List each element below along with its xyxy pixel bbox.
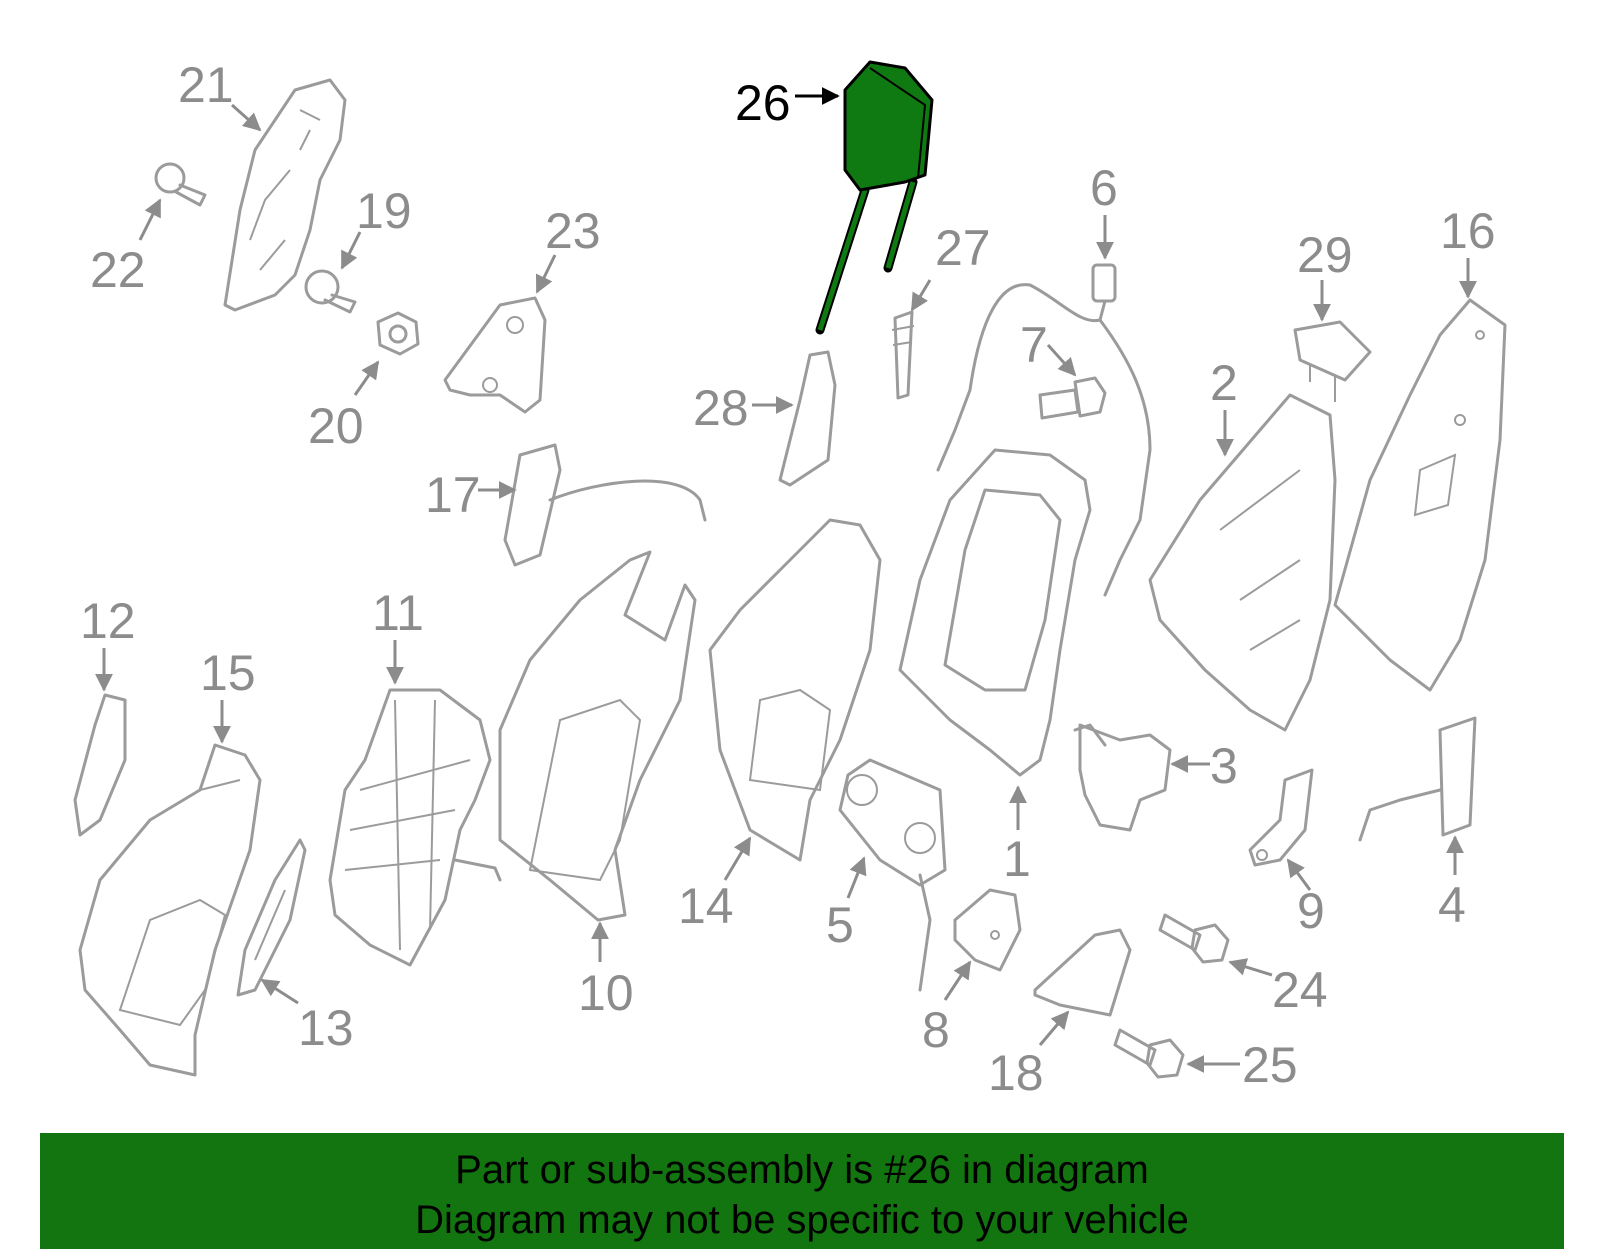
callout-19[interactable]: 19 [356,183,412,239]
part-21-bracket[interactable] [223,78,347,312]
part-15-seat-cover[interactable] [78,743,262,1077]
part-22-bolt[interactable] [154,162,207,207]
part-24-bolt[interactable] [1158,913,1230,964]
arrow-13 [260,978,299,1005]
callout-12[interactable]: 12 [80,593,136,649]
part-29-clip[interactable] [1293,320,1372,402]
callouts: 21 22 19 20 23 26 27 28 6 7 29 16 2 17 1… [80,57,1496,1101]
callout-6[interactable]: 6 [1090,160,1118,216]
arrow-5 [846,856,867,899]
callout-15[interactable]: 15 [200,645,256,701]
part-2-back-panel[interactable] [1148,393,1337,732]
part-26-headrest[interactable] [815,60,934,335]
arrow-18 [1038,1010,1070,1046]
arrow-19 [340,231,362,270]
part-18-cover[interactable] [1033,928,1132,1017]
part-19-bolt[interactable] [304,269,357,314]
part-1-frame[interactable] [898,448,1092,777]
callout-23[interactable]: 23 [545,203,601,259]
arrow-7 [1046,343,1077,377]
part-25-bolt[interactable] [1113,1028,1185,1079]
part-27-guide[interactable] [891,310,915,400]
part-16-back-cover[interactable] [1333,298,1507,692]
callout-5[interactable]: 5 [826,897,854,953]
part-28-guide-sleeve[interactable] [778,350,837,487]
part-10-cushion-pad[interactable] [498,550,697,922]
part-8-sensor[interactable] [953,888,1022,972]
part-20-nut[interactable] [376,311,420,356]
part-5-motor[interactable] [838,758,947,992]
part-4-switch[interactable] [1358,716,1477,842]
callout-21[interactable]: 21 [178,57,234,113]
part-14-seat-back-foam[interactable] [708,518,882,862]
callout-18[interactable]: 18 [988,1045,1044,1101]
callout-26[interactable]: 26 [735,75,791,131]
arrow-21 [231,103,262,132]
callout-27[interactable]: 27 [935,220,991,276]
info-banner: Part or sub-assembly is #26 in diagram D… [40,1133,1564,1249]
part-6-cable[interactable] [936,263,1152,597]
callout-17[interactable]: 17 [425,467,481,523]
callout-29[interactable]: 29 [1297,227,1353,283]
arrow-9 [1286,858,1312,891]
arrow-22 [138,198,162,241]
arrow-20 [353,360,380,396]
callout-13[interactable]: 13 [298,1000,354,1056]
part-3-latch[interactable] [1073,723,1172,832]
banner-line-part: Part or sub-assembly is #26 in diagram [455,1148,1149,1192]
arrow-14 [723,836,752,881]
callout-16[interactable]: 16 [1440,203,1496,259]
arrow-27 [910,279,932,312]
arrow-24 [1228,958,1273,977]
part-23-hinge[interactable] [443,296,547,414]
arrow-8 [943,960,972,1001]
callout-8[interactable]: 8 [922,1002,950,1058]
arrow-23 [535,254,557,294]
part-11-seat-frame[interactable] [328,688,502,967]
part-7-bolt[interactable] [1038,376,1107,420]
callout-7[interactable]: 7 [1020,317,1048,373]
callout-9[interactable]: 9 [1297,883,1325,939]
callout-1[interactable]: 1 [1003,831,1031,887]
callout-28[interactable]: 28 [693,380,749,436]
callout-14[interactable]: 14 [678,878,734,934]
part-9-bracket[interactable] [1248,768,1314,867]
callout-2[interactable]: 2 [1210,355,1238,411]
callout-11[interactable]: 11 [372,585,424,641]
banner-line-disclaimer: Diagram may not be specific to your vehi… [415,1198,1189,1242]
callout-10[interactable]: 10 [578,965,634,1021]
part-17-switch[interactable] [503,443,707,567]
callout-24[interactable]: 24 [1272,962,1328,1018]
part-12-trim[interactable] [73,693,127,837]
callout-4[interactable]: 4 [1438,877,1466,933]
callout-22[interactable]: 22 [90,242,146,298]
part-13-trim-strip[interactable] [236,838,307,997]
callout-25[interactable]: 25 [1242,1037,1298,1093]
callout-3[interactable]: 3 [1210,738,1238,794]
callout-20[interactable]: 20 [308,398,364,454]
